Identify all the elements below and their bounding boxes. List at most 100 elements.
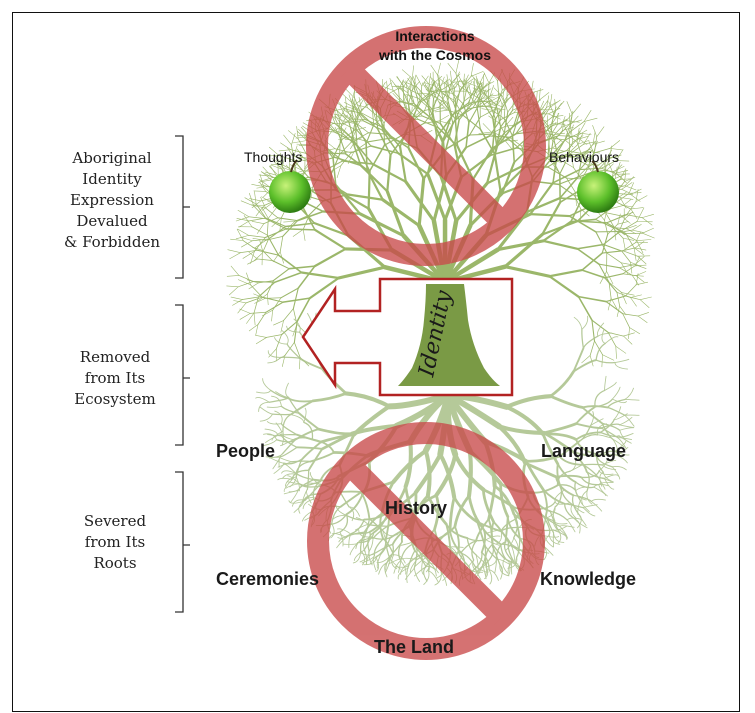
canopy-branch — [549, 270, 582, 276]
canopy-branch — [293, 229, 303, 236]
root-strand — [278, 435, 297, 436]
root-strand — [507, 396, 551, 407]
canopy-branch — [479, 73, 484, 84]
canopy-branch — [638, 256, 646, 264]
canopy-branch — [269, 166, 278, 175]
root-strand — [280, 447, 297, 456]
canopy-branch — [431, 65, 438, 75]
root-label-language: Language — [541, 441, 626, 462]
canopy-branch — [623, 266, 635, 274]
root-strand — [551, 372, 574, 397]
root-strand — [615, 363, 628, 370]
root-strand — [612, 387, 620, 399]
canopy-branch — [630, 295, 641, 298]
canopy-branch — [238, 303, 246, 313]
root-label-ceremonies: Ceremonies — [216, 569, 319, 590]
root-strand — [605, 376, 606, 390]
root-strand — [582, 329, 584, 348]
canopy-branch — [315, 249, 346, 266]
canopy-branch — [623, 314, 630, 328]
canopy-branch — [340, 138, 341, 154]
canopy-branch — [346, 89, 355, 98]
root-strand — [489, 570, 492, 584]
canopy-branch — [592, 320, 608, 332]
canopy-branch — [273, 321, 283, 325]
canopy-branch — [631, 208, 643, 209]
canopy-branch — [237, 229, 243, 240]
canopy-branch — [231, 266, 239, 275]
canopy-branch — [578, 221, 607, 223]
canopy-branch — [634, 248, 636, 261]
canopy-branch — [239, 221, 249, 227]
canopy-branch — [604, 244, 622, 250]
canopy-branch — [269, 349, 277, 357]
canopy-branch — [577, 249, 599, 264]
canopy-branch — [629, 193, 641, 194]
canopy-branch — [578, 297, 606, 302]
canopy-branch — [254, 192, 256, 204]
canopy-branch — [484, 72, 489, 83]
root-strand — [576, 424, 601, 428]
canopy-branch — [284, 221, 295, 222]
root-strand — [343, 543, 357, 545]
root-strand — [429, 571, 438, 582]
root-strand — [574, 317, 582, 329]
canopy-branch — [249, 217, 266, 219]
root-strand — [583, 336, 598, 348]
canopy-branch — [250, 312, 266, 313]
canopy-branch — [400, 147, 406, 182]
canopy-branch — [599, 264, 619, 268]
root-strand — [596, 360, 615, 363]
canopy-branch — [623, 199, 631, 205]
root-strand — [620, 428, 634, 431]
root-strand — [257, 390, 271, 393]
canopy-branch — [283, 298, 310, 302]
canopy-branch — [539, 93, 549, 100]
canopy-branch — [616, 346, 626, 353]
root-label-knowledge: Knowledge — [540, 569, 636, 590]
canopy-branch — [455, 102, 474, 113]
canopy-branch — [504, 104, 505, 119]
canopy-branch — [422, 76, 429, 86]
root-strand — [602, 329, 605, 343]
canopy-branch — [435, 110, 448, 112]
root-strand — [583, 464, 602, 465]
canopy-branch — [297, 126, 299, 139]
prohibition-sign-roots-icon — [318, 433, 534, 649]
canopy-branch — [284, 135, 292, 145]
root-strand — [544, 424, 576, 433]
canopy-branch — [401, 101, 412, 104]
canopy-branch — [263, 250, 273, 260]
root-strand — [309, 449, 323, 470]
root-strand — [544, 536, 553, 547]
canopy-branch — [620, 197, 626, 208]
canopy-branch — [625, 170, 626, 181]
canopy-branch — [638, 316, 647, 323]
root-strand — [286, 383, 289, 397]
prohibition-sign-canopy-icon — [317, 37, 535, 255]
root-strand — [319, 429, 352, 434]
canopy-branch — [640, 300, 649, 308]
canopy-branch — [236, 235, 248, 238]
canopy-branch — [608, 332, 616, 346]
root-strand — [489, 570, 498, 581]
canopy-branch — [298, 266, 315, 288]
canopy-branch — [567, 101, 572, 114]
canopy-branch — [471, 71, 483, 76]
root-strand — [313, 393, 346, 400]
canopy-branch — [257, 224, 264, 234]
canopy-branch — [539, 88, 540, 100]
canopy-branch — [258, 259, 273, 260]
canopy-branch — [255, 335, 266, 337]
canopy-branch — [339, 267, 385, 278]
root-strand — [256, 397, 270, 402]
canopy-branch — [458, 75, 463, 86]
canopy-branch — [472, 75, 480, 84]
canopy-branch — [625, 296, 640, 300]
root-strand — [591, 501, 601, 511]
root-strand — [544, 536, 558, 537]
canopy-branch — [280, 236, 283, 251]
canopy-branch — [616, 346, 617, 358]
canopy-branch — [483, 124, 491, 132]
root-strand — [485, 547, 493, 564]
